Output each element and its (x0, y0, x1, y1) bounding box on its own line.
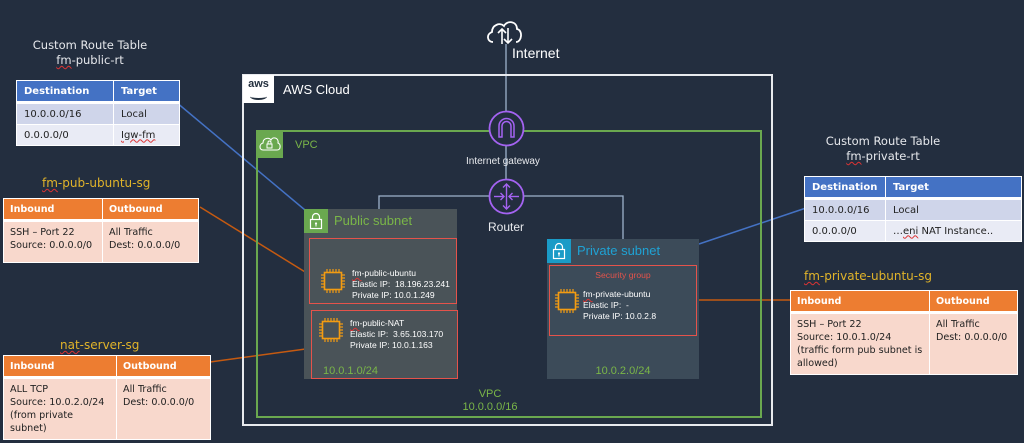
internet-node (484, 16, 524, 53)
ec2-instance-icon (555, 289, 579, 313)
pub-ubuntu-sg-header-outbound: Outbound (102, 198, 199, 222)
instance-private-ip: Private IP: 10.0.2.8 (583, 311, 657, 321)
private-ubuntu-sg-inbound: SSH – Port 22 Source: 10.0.1.0/24 (traff… (790, 312, 930, 375)
public-ubuntu-sg-box (309, 238, 457, 304)
table-row: 10.0.0.0/16 Local (16, 102, 180, 125)
pub-ubuntu-sg-table: Inbound Outbound SSH – Port 22 Source: 0… (3, 198, 199, 263)
private-ubuntu-sg-header-inbound: Inbound (790, 290, 930, 314)
private-subnet-title: Private subnet (577, 243, 661, 258)
vpc-cidr: 10.0.0.0/16 (462, 401, 518, 413)
private-rt-target: Local (885, 198, 1022, 221)
nat-sg-box (311, 310, 458, 379)
table-row: 0.0.0.0/0 Igw-fm (16, 124, 180, 146)
pub-ubuntu-sg-inbound: SSH – Port 22 Source: 0.0.0.0/0 (3, 220, 103, 263)
nat-server-sg-table: Inbound Outbound ALL TCP Source: 10.0.2.… (3, 355, 211, 440)
instance-name: fm-public-ubuntu (352, 268, 417, 278)
table-row: SSH – Port 22 Source: 10.0.1.0/24 (traff… (790, 312, 1018, 375)
lock-icon (309, 212, 323, 230)
table-row: ALL TCP Source: 10.0.2.0/24 (from privat… (3, 377, 211, 440)
private-ubuntu-sg-header-outbound: Outbound (929, 290, 1018, 314)
aws-logo-icon: aws (243, 75, 274, 103)
nat-server-sg-outbound: All Traffic Dest: 0.0.0.0/0 (116, 377, 211, 440)
vpc-badge (256, 130, 283, 158)
table-row: 0.0.0.0/0 …eni NAT Instance.. (804, 220, 1022, 242)
private-rt-destination: 0.0.0.0/0 (804, 220, 886, 242)
instance-elastic-ip: Elastic IP: 3.65.103.170 (350, 329, 444, 339)
public-subnet-title: Public subnet (334, 213, 413, 228)
public-route-table: Destination Target 10.0.0.0/16 Local 0.0… (16, 80, 180, 146)
ec2-instance-icon (319, 318, 343, 342)
security-group-label: Security group (595, 270, 651, 280)
instance-elastic-ip: Elastic IP: 18.196.23.241 (352, 279, 450, 289)
instance-elastic-ip: Elastic IP: - (583, 300, 629, 310)
pub-ubuntu-sg-title: fm-pub-ubuntu-sg (42, 176, 151, 190)
router-icon (488, 178, 525, 215)
instance-name: fm-public-NAT (350, 318, 405, 328)
lock-icon (552, 242, 566, 260)
vpc-footer-label: VPC (478, 388, 502, 400)
internet-label: Internet (512, 45, 560, 61)
ec2-instance-icon (321, 269, 345, 293)
instance-name: fm-private-ubuntu (583, 289, 651, 299)
private-rt-header-destination: Destination (804, 176, 886, 200)
router-node (488, 178, 525, 220)
internet-cloud-icon (487, 21, 522, 45)
aws-cloud-label: AWS Cloud (283, 82, 350, 97)
nat-server-sg-title: nat-server-sg (60, 338, 140, 352)
private-subnet-cidr: 10.0.2.0/24 (595, 365, 651, 377)
private-rt-destination: 10.0.0.0/16 (804, 198, 886, 221)
vpc-footer: VPC 10.0.0.0/16 (430, 388, 550, 414)
private-ubuntu-sg-table: Inbound Outbound SSH – Port 22 Source: 1… (790, 290, 1018, 375)
internet-gateway-icon (488, 110, 525, 147)
private-subnet-badge (547, 239, 571, 263)
public-subnet: Public subnet 10.0.1.0/24 (304, 209, 457, 379)
pub-ubuntu-sg-header-inbound: Inbound (3, 198, 103, 222)
public-subnet-badge (304, 209, 328, 233)
public-rt-header-destination: Destination (16, 80, 114, 104)
public-rt-destination: 10.0.0.0/16 (16, 102, 114, 125)
nat-server-sg-header-outbound: Outbound (116, 355, 211, 379)
router-label: Router (488, 220, 525, 234)
public-nat-instance: fm-public-NAT Elastic IP: 3.65.103.170 P… (350, 318, 443, 351)
public-rt-target: Igw-fm (113, 124, 180, 146)
private-ubuntu-sg-outbound: All Traffic Dest: 0.0.0.0/0 (929, 312, 1018, 375)
public-route-table-name: fm-public-rt (56, 53, 124, 67)
public-ubuntu-instance: fm-public-ubuntu Elastic IP: 18.196.23.2… (352, 268, 450, 301)
vpc-cloud-lock-icon (259, 137, 281, 151)
aws-cloud-frame (242, 74, 773, 426)
instance-private-ip: Private IP: 10.0.1.163 (350, 340, 433, 350)
private-route-table-caption: Custom Route Table fm-private-rt (808, 134, 958, 164)
vpc-label: VPC (295, 139, 318, 151)
private-route-table: Destination Target 10.0.0.0/16 Local 0.0… (804, 176, 1022, 242)
internet-gateway-label: Internet gateway (466, 156, 540, 167)
nat-server-sg-inbound: ALL TCP Source: 10.0.2.0/24 (from privat… (3, 377, 117, 440)
public-route-table-caption: Custom Route Table fm-public-rt (20, 38, 160, 68)
nat-server-sg-header-inbound: Inbound (3, 355, 117, 379)
public-subnet-cidr: 10.0.1.0/24 (322, 365, 379, 377)
instance-private-ip: Private IP: 10.0.1.249 (352, 290, 435, 300)
private-route-table-caption-title: Custom Route Table (825, 134, 941, 148)
public-route-table-caption-title: Custom Route Table (32, 38, 148, 52)
private-ubuntu-sg-box: Security group (549, 265, 697, 336)
private-ubuntu-sg-title: fm-private-ubuntu-sg (804, 269, 932, 283)
table-row: 10.0.0.0/16 Local (804, 198, 1022, 221)
private-route-table-name: fm-private-rt (846, 149, 920, 163)
table-row: SSH – Port 22 Source: 0.0.0.0/0 All Traf… (3, 220, 199, 263)
public-rt-destination: 0.0.0.0/0 (16, 124, 114, 146)
private-rt-target: …eni NAT Instance.. (885, 220, 1022, 242)
public-rt-header-target: Target (113, 80, 180, 104)
pub-ubuntu-sg-outbound: All Traffic Dest: 0.0.0.0/0 (102, 220, 199, 263)
private-ubuntu-instance: fm-private-ubuntu Elastic IP: - Private … (583, 289, 656, 322)
internet-gateway-node (488, 110, 525, 152)
public-rt-target: Local (113, 102, 180, 125)
private-rt-header-target: Target (885, 176, 1022, 200)
